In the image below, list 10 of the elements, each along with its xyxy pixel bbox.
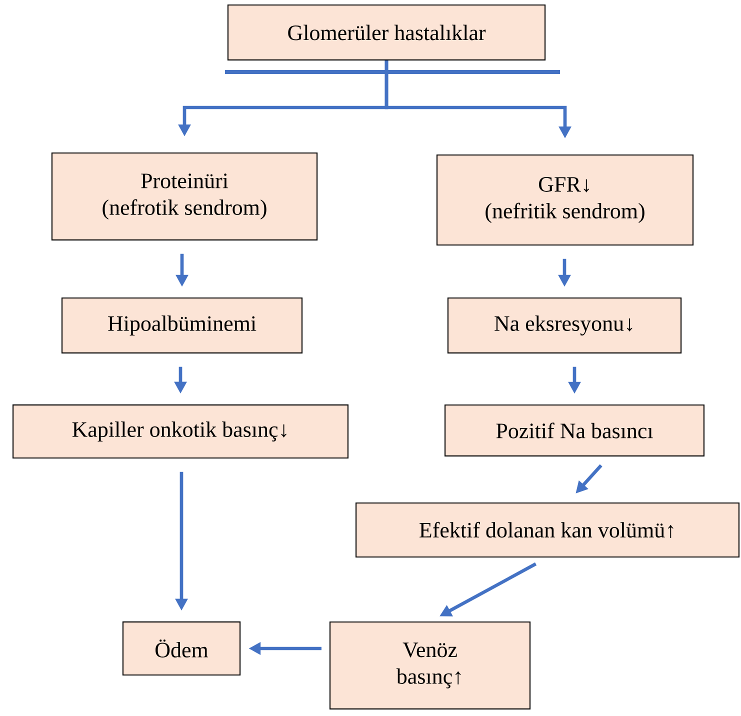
flow-box: Glomerüler hastalıklar (227, 4, 546, 60)
flow-box: Efektif dolanan kan volümü↑ (356, 502, 740, 558)
flow-box: GFR↓ (nefritik sendrom) (436, 154, 694, 246)
flow-box: Ödem (122, 621, 241, 676)
flow-box: Hipoalbüminemi (61, 298, 303, 354)
flow-box: Proteinüri (nefrotik sendrom) (51, 152, 318, 240)
flow-box: Na eksresyonu↓ (447, 298, 682, 354)
flow-box: Kapiller onkotik basınç↓ (12, 404, 348, 459)
flow-box: Venöz basınç↑ (329, 622, 531, 710)
flow-box: Pozitif Na basıncı (444, 404, 704, 456)
